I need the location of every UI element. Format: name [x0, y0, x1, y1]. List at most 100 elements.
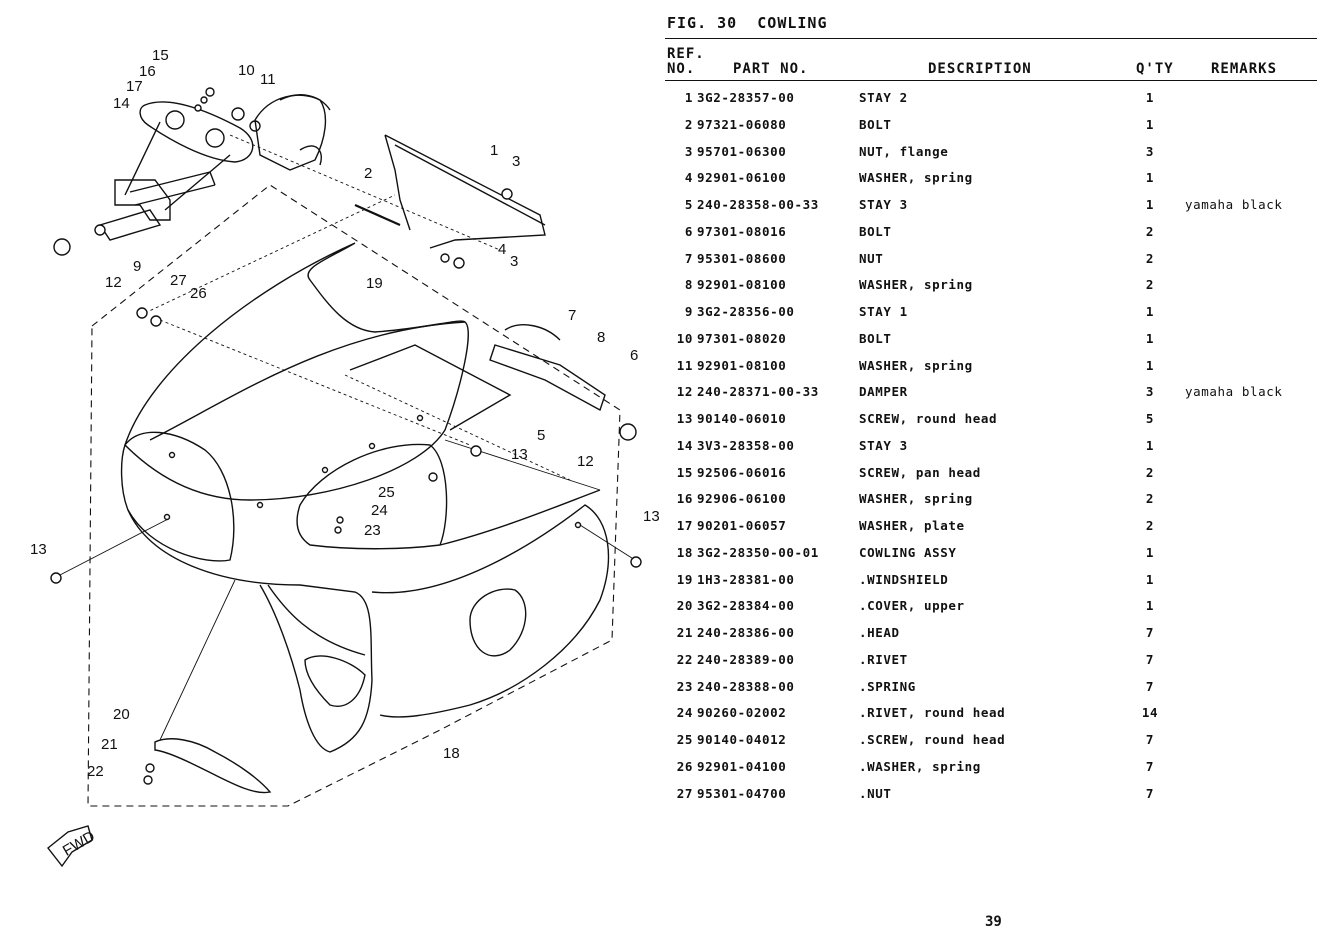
- cell-ref-no: 18: [676, 544, 693, 560]
- cell-ref-no: 2: [684, 116, 693, 132]
- cell-ref-no: 3: [684, 143, 693, 159]
- cell-quantity: 2: [1145, 464, 1155, 480]
- cell-quantity: 2: [1145, 223, 1155, 239]
- head-21: [145, 763, 155, 773]
- callout-2: 2: [364, 165, 372, 182]
- cell-ref-no: 9: [684, 304, 693, 319]
- cell-ref-no: 20: [676, 598, 693, 614]
- callout-11: 11: [260, 71, 276, 88]
- cell-part-no: 3G2-28350-00-01: [697, 544, 819, 560]
- cell-ref-no: 11: [676, 357, 693, 373]
- cell-ref-no: 15: [676, 464, 693, 480]
- cell-remarks: yamaha black: [1185, 197, 1283, 212]
- callout-18: 18: [443, 745, 460, 762]
- callout-4: 4: [498, 241, 506, 258]
- cell-ref-no: 21: [676, 625, 693, 640]
- header-rule-top: [665, 38, 1317, 39]
- cowling-side: [371, 504, 610, 718]
- cell-description: .WASHER, spring: [859, 758, 981, 774]
- stay-3-right: [489, 344, 606, 412]
- cell-quantity: 1: [1145, 544, 1155, 560]
- callout-19: 19: [366, 275, 383, 292]
- cell-quantity: 3: [1145, 143, 1155, 159]
- cell-quantity: 1: [1145, 90, 1155, 105]
- cell-part-no: 90140-06010: [697, 411, 787, 426]
- cowling-inner-opening: [296, 443, 448, 550]
- cell-description: STAY 1: [859, 304, 908, 319]
- callout-27: 27: [170, 272, 187, 289]
- cell-quantity: 1: [1145, 598, 1155, 614]
- callout-12-right: 12: [577, 453, 594, 470]
- col-header-part-no: PART NO.: [733, 61, 809, 77]
- callout-23: 23: [364, 522, 381, 539]
- bolt-10: [94, 224, 106, 236]
- callout-24: 24: [371, 502, 388, 519]
- cell-quantity: 14: [1141, 705, 1159, 721]
- cell-description: NUT: [859, 250, 884, 266]
- callout-10: 10: [238, 62, 255, 79]
- callout-7: 7: [568, 307, 576, 324]
- stay-2: [384, 134, 546, 249]
- cell-quantity: 5: [1145, 411, 1155, 426]
- cell-part-no: 240-28386-00: [697, 625, 795, 640]
- cell-part-no: 3G2-28357-00: [697, 90, 795, 105]
- callout-13-left: 13: [30, 541, 47, 558]
- rivet-22: [143, 775, 153, 785]
- cell-ref-no: 1: [684, 90, 693, 105]
- callout-17: 17: [126, 78, 143, 95]
- cell-part-no: 97301-08016: [697, 223, 787, 239]
- cell-quantity: 2: [1145, 491, 1155, 507]
- cell-part-no: 90201-06057: [697, 518, 787, 533]
- screw-mount-e: [321, 466, 329, 474]
- bracket-cluster: [254, 94, 327, 171]
- cell-quantity: 1: [1145, 330, 1155, 346]
- cell-part-no: 3G2-28356-00: [697, 304, 795, 319]
- callout-12-left: 12: [105, 274, 122, 291]
- washer-17: [194, 104, 202, 112]
- col-header-description: DESCRIPTION: [928, 61, 1032, 77]
- stay-1-bracket: [114, 179, 171, 221]
- cell-ref-no: 25: [676, 732, 693, 747]
- figure-name: COWLING: [757, 14, 828, 32]
- callout-13-right: 13: [643, 508, 660, 525]
- cell-description: DAMPER: [859, 384, 908, 400]
- cell-part-no: 240-28389-00: [697, 651, 795, 667]
- cell-ref-no: 26: [676, 758, 693, 774]
- cell-description: .SCREW, round head: [859, 732, 1006, 747]
- screw-13-mid: [470, 445, 482, 457]
- cell-ref-no: 14: [676, 437, 693, 453]
- header-rule-bottom: [665, 80, 1317, 81]
- callout-26: 26: [190, 285, 207, 302]
- cell-quantity: 1: [1145, 437, 1155, 453]
- cell-quantity: 7: [1145, 651, 1155, 667]
- cell-quantity: 1: [1145, 170, 1155, 186]
- cell-description: STAY 3: [859, 437, 908, 453]
- cell-ref-no: 17: [676, 518, 693, 533]
- screw-25: [428, 472, 438, 482]
- nut-27: [136, 307, 148, 319]
- washer-4: [440, 253, 450, 263]
- cell-quantity: 2: [1145, 518, 1155, 533]
- screw-13-right: [630, 556, 642, 568]
- cell-description: .COVER, upper: [859, 598, 965, 614]
- cell-part-no: 92901-04100: [697, 758, 787, 774]
- callout-8: 8: [597, 329, 605, 346]
- cell-description: WASHER, spring: [859, 277, 973, 293]
- cell-part-no: 92901-06100: [697, 170, 787, 186]
- cell-ref-no: 24: [676, 705, 693, 721]
- cell-ref-no: 16: [676, 491, 693, 507]
- callout-16: 16: [139, 63, 156, 80]
